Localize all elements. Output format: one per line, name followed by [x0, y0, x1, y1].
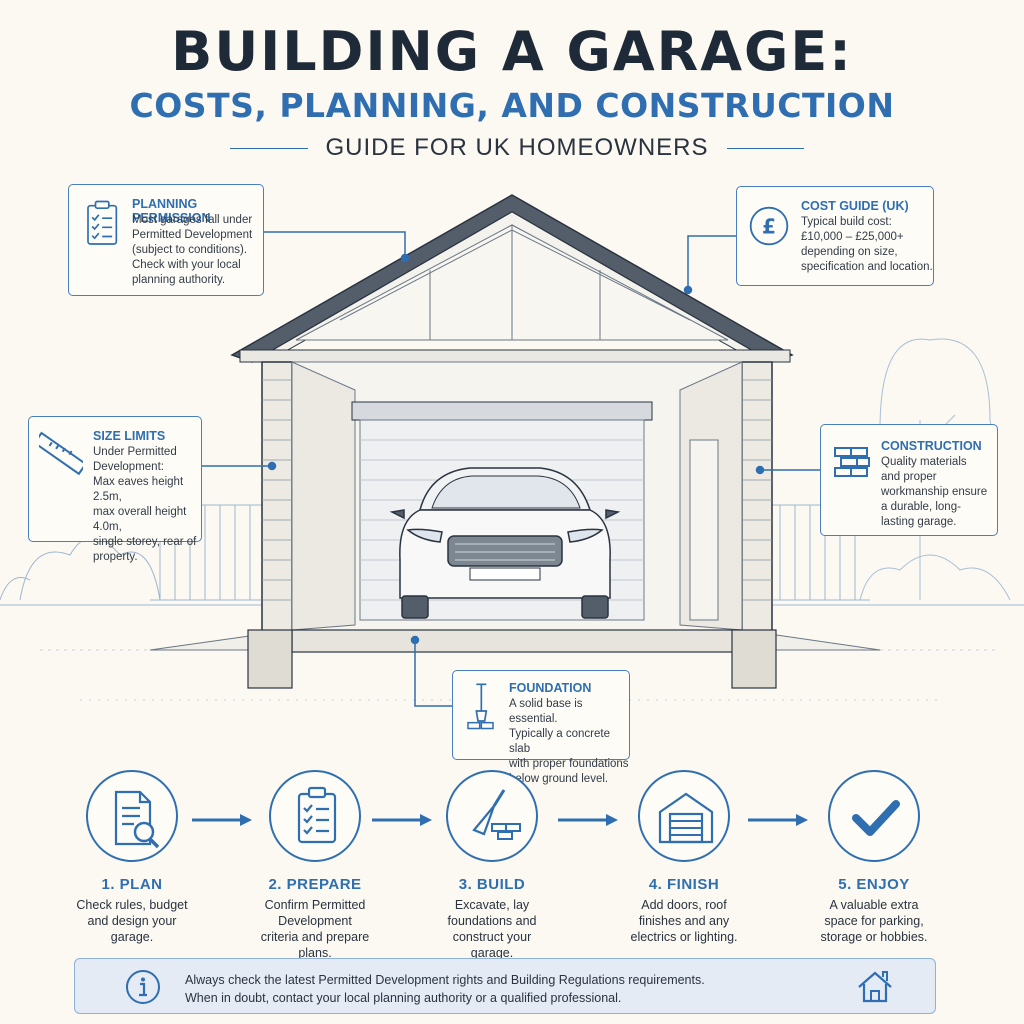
- trowel-bricks-icon: [472, 789, 521, 840]
- planning-permission-callout: PLANNING PERMISSION Most garages fall un…: [68, 184, 264, 296]
- concrete-slab: [149, 629, 881, 689]
- arrow-right-icon: [748, 814, 808, 826]
- step-finish: 4. FINISH Add doors, roof finishes and a…: [604, 770, 764, 945]
- step-plan-body: Check rules, budget and design your gara…: [76, 898, 188, 944]
- step-plan-title: 1. PLAN: [101, 876, 163, 893]
- bricks-icon: [834, 447, 870, 477]
- cost-body: Typical build cost: £10,000 – £25,000+ d…: [801, 216, 933, 273]
- page-subtitle: COSTS, PLANNING, AND CONSTRUCTION: [129, 86, 895, 125]
- background-fence-left: [150, 504, 265, 601]
- step-enjoy-circle: [828, 770, 920, 862]
- step-finish-body: Add doors, roof finishes and any electri…: [630, 898, 738, 944]
- step-build-circle: [446, 770, 538, 862]
- garage-illustration: [0, 194, 1024, 707]
- step-enjoy: 5. ENJOY A valuable extra space for park…: [794, 770, 954, 945]
- checkmark-icon: [852, 800, 900, 836]
- info-notice-banner: Always check the latest Permitted Develo…: [74, 958, 936, 1014]
- step-prepare: 2. PREPARE Confirm Permitted Development…: [235, 770, 395, 961]
- step-build-title: 3. BUILD: [458, 876, 526, 893]
- tagline: GUIDE FOR UK HOMEOWNERS: [325, 134, 709, 161]
- garage-roof: [230, 194, 794, 363]
- garage-door-icon: [658, 792, 714, 844]
- cost-title: COST GUIDE (UK): [801, 199, 909, 213]
- step-build: 3. BUILD Excavate, lay foundations and c…: [412, 770, 572, 961]
- foundation-body: A solid base is essential. Typically a c…: [509, 698, 629, 785]
- svg-text:£: £: [762, 214, 776, 238]
- page-title: BUILDING A GARAGE:: [171, 20, 853, 83]
- clipboard-checklist-icon: [297, 786, 337, 844]
- info-icon: [126, 970, 160, 1004]
- planning-body: Most garages fall under Permitted Develo…: [132, 214, 253, 286]
- step-finish-circle: [638, 770, 730, 862]
- arrow-right-icon: [372, 814, 432, 826]
- callout-leader-lines: [202, 231, 820, 707]
- shovel-bricks-icon: [467, 683, 494, 730]
- step-finish-title: 4. FINISH: [648, 876, 720, 893]
- document-search-icon: [114, 790, 160, 849]
- foundation-title: FOUNDATION: [509, 681, 592, 695]
- step-prepare-body: Confirm Permitted Development criteria a…: [260, 898, 370, 960]
- pound-coin-icon: £: [749, 206, 789, 246]
- foundation-callout: FOUNDATION A solid base is essential. Ty…: [452, 670, 630, 785]
- construction-callout: CONSTRUCTION Quality materials and prope…: [820, 424, 998, 536]
- home-icon: [858, 971, 892, 1003]
- size-body: Under Permitted Development: Max eaves h…: [93, 446, 197, 563]
- step-build-body: Excavate, lay foundations and construct …: [447, 898, 537, 960]
- step-prepare-circle: [269, 770, 361, 862]
- step-plan: 1. PLAN Check rules, budget and design y…: [52, 770, 212, 945]
- size-limits-callout: SIZE LIMITS Under Permitted Development:…: [28, 416, 202, 563]
- tagline-divider-right: [726, 147, 805, 149]
- size-title: SIZE LIMITS: [93, 429, 166, 443]
- construction-body: Quality materials and proper workmanship…: [881, 456, 988, 528]
- car: [389, 467, 621, 619]
- ruler-icon: [39, 431, 83, 476]
- arrow-right-icon: [558, 814, 618, 826]
- notice-text: Always check the latest Permitted Develo…: [185, 973, 705, 1005]
- construction-title: CONSTRUCTION: [881, 439, 982, 453]
- cost-guide-callout: £ COST GUIDE (UK) Typical build cost: £1…: [736, 186, 934, 286]
- arrow-right-icon: [192, 814, 252, 826]
- planning-title: PLANNING PERMISSION: [132, 197, 211, 225]
- tagline-row: GUIDE FOR UK HOMEOWNERS: [230, 130, 805, 166]
- tagline-divider-left: [230, 147, 308, 149]
- step-enjoy-body: A valuable extra space for parking, stor…: [820, 898, 928, 944]
- step-prepare-title: 2. PREPARE: [268, 876, 362, 893]
- clipboard-checklist-icon: [87, 200, 118, 245]
- step-enjoy-title: 5. ENJOY: [838, 876, 910, 893]
- step-plan-circle: [86, 770, 178, 862]
